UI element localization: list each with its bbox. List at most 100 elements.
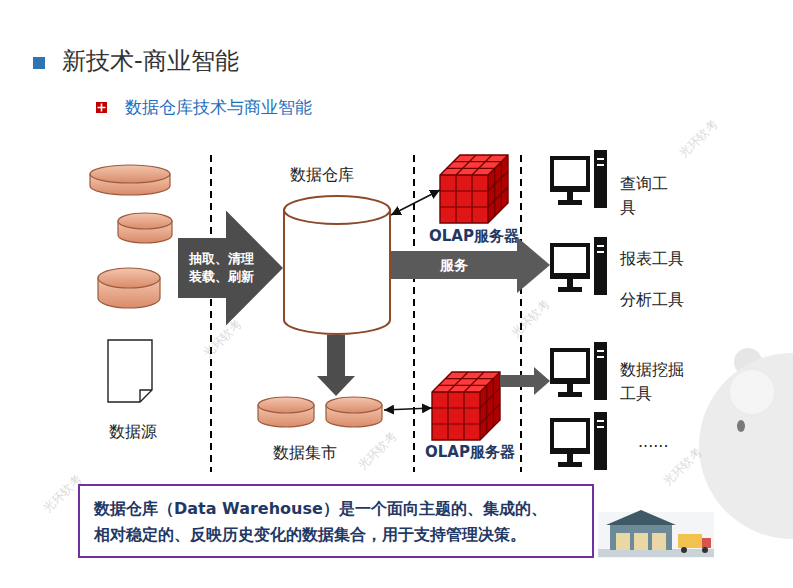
- pc-tower-slot: [597, 350, 604, 352]
- cube-grid: [494, 168, 495, 216]
- bullet-cross: [98, 104, 106, 112]
- cube-grid: [471, 175, 472, 223]
- cylinder-body: [284, 210, 390, 334]
- node-text: ......: [638, 430, 669, 454]
- watermark: 光环软考: [355, 428, 401, 474]
- cube-grid: [432, 423, 480, 424]
- cube-grid: [440, 206, 488, 207]
- pc-screen: [554, 160, 586, 186]
- pc-monitor: [550, 418, 590, 454]
- pc-tower: [594, 237, 607, 295]
- node-text: 数据集市: [242, 443, 368, 463]
- cube-grid: [472, 155, 492, 175]
- pc-tower-slot: [597, 251, 604, 253]
- cube-grid: [488, 187, 508, 207]
- node-text: 数据源: [83, 422, 183, 442]
- mascot-ball: [699, 348, 793, 539]
- cube-grid: [501, 162, 502, 210]
- node-shape: [283, 195, 391, 335]
- cube-grid: [456, 155, 476, 175]
- cube-grid: [453, 161, 501, 162]
- pc-base: [558, 200, 582, 205]
- data-mart-group: 数据集市: [258, 396, 384, 428]
- ball-highlight: [730, 370, 774, 414]
- pc-base: [558, 392, 582, 397]
- dashed-divider: [413, 155, 415, 472]
- warehouse-illustration: [598, 510, 714, 558]
- node-text: 查询工具: [620, 172, 672, 220]
- block-arrow: [327, 335, 345, 376]
- node-text: 报表工具: [620, 247, 684, 271]
- arrow-label: 抽取、清理 装载、刷新: [185, 250, 257, 286]
- olap-cube: OLAP服务器: [432, 372, 500, 438]
- pc-screen: [554, 422, 586, 448]
- cube-grid: [439, 385, 487, 386]
- cylinder-top: [90, 165, 170, 183]
- slide-title: 新技术-商业智能: [62, 46, 239, 76]
- pc-screen: [554, 247, 586, 273]
- truck-body: [678, 534, 702, 548]
- wheel: [681, 547, 687, 553]
- tool-computer: 数据挖掘工具: [550, 342, 675, 408]
- building: [610, 525, 672, 550]
- node-text: OLAP服务器: [418, 226, 530, 246]
- pc-neck: [567, 384, 573, 392]
- cube-grid: [464, 372, 484, 392]
- cube-front: [432, 392, 480, 440]
- cylinder-top: [284, 196, 390, 224]
- cube-grid: [445, 378, 493, 379]
- pc-tower: [594, 342, 607, 400]
- ground: [598, 549, 714, 557]
- dashed-divider: [210, 155, 212, 472]
- block-arrow: [500, 375, 534, 387]
- pc-monitor: [550, 348, 590, 384]
- cylinder-top: [118, 213, 172, 229]
- door: [652, 533, 666, 550]
- pc-tower-slot: [597, 426, 604, 428]
- cube-grid: [493, 379, 494, 427]
- pc-monitor: [550, 156, 590, 192]
- pc-tower-slot: [597, 356, 604, 358]
- node-text: OLAP服务器: [414, 442, 526, 462]
- cylinder-top: [258, 397, 314, 413]
- cube-front: [440, 175, 488, 223]
- node-shape: [432, 372, 500, 438]
- cube-grid: [455, 175, 456, 223]
- block-arrow: [178, 238, 226, 298]
- cylinder-top: [98, 268, 160, 288]
- node-shape: [88, 160, 178, 405]
- double-arrow-line: [384, 408, 432, 410]
- tool-computer: 报表工具分析工具: [550, 237, 700, 317]
- pc-neck: [567, 192, 573, 200]
- cube-grid: [448, 372, 468, 392]
- definition-box: 数据仓库（Data Warehouse）是一个面向主题的、集成的、相对稳定的、反…: [78, 484, 594, 558]
- pc-tower-slot: [597, 164, 604, 166]
- node-text: 数据挖掘工具: [620, 358, 688, 406]
- zone-dividers: [211, 155, 521, 472]
- arrow-label: 服务: [424, 256, 484, 274]
- cube-outline: [432, 372, 500, 440]
- cube-grid: [480, 404, 500, 424]
- title-bullet: [33, 57, 45, 69]
- roof: [606, 510, 676, 525]
- block-arrow: [391, 251, 517, 279]
- document-fold: [140, 390, 152, 402]
- door: [634, 533, 648, 550]
- pc-base: [558, 462, 582, 467]
- node-shape: [440, 155, 508, 223]
- pc-tower: [594, 150, 607, 208]
- subtitle: 数据仓库技术与商业智能: [125, 96, 312, 118]
- cube-outline: [440, 155, 508, 223]
- warehouse-cylinder: 数据仓库: [283, 195, 391, 335]
- dashed-divider: [520, 155, 522, 472]
- door: [616, 533, 630, 550]
- watermark: 光环软考: [508, 296, 554, 342]
- pc-tower: [594, 412, 607, 470]
- cylinder-top: [326, 397, 382, 413]
- truck-cab: [702, 538, 711, 548]
- cube-grid: [486, 385, 487, 433]
- cube-grid: [447, 168, 495, 169]
- cube-grid: [488, 171, 508, 191]
- cube-grid: [440, 190, 488, 191]
